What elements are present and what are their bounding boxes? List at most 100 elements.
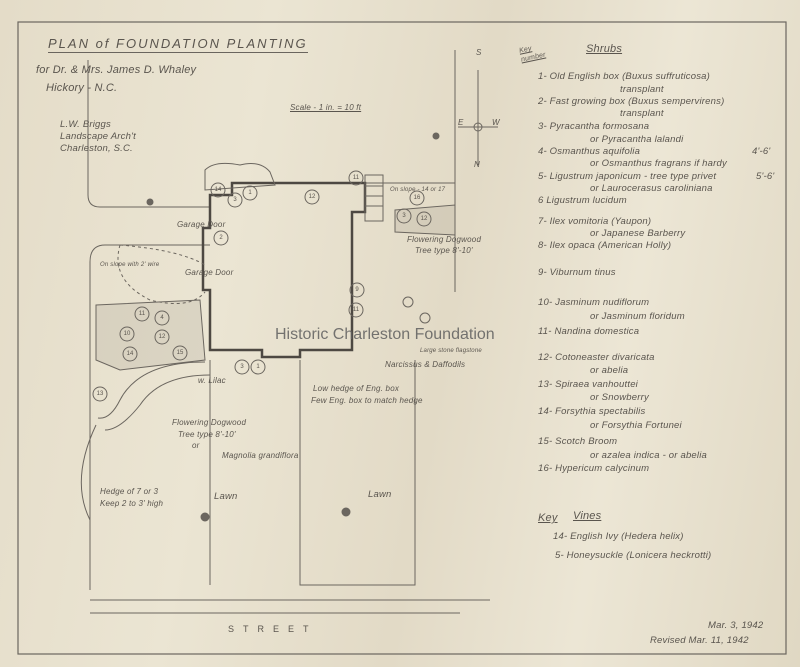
dogwood-label: Flowering Dogwood	[172, 418, 247, 427]
plant-marker-label: 12	[158, 334, 166, 340]
date-drawn: Mar. 3, 1942	[708, 620, 764, 631]
plant-marker-label: 4	[160, 315, 164, 321]
client-name: for Dr. & Mrs. James D. Whaley	[36, 64, 197, 76]
shrub-item: 16- Hypericum calycinum	[538, 463, 650, 474]
sheet-border	[17, 21, 787, 655]
dogwood-type: Tree type 8'-10'	[178, 430, 236, 439]
plant-marker-label: 16	[413, 195, 421, 201]
few-box-label: Few Eng. box to match hedge	[311, 396, 423, 405]
shrub-item: 4- Osmanthus aquifolia	[538, 146, 641, 157]
plant-marker-circle	[227, 192, 243, 208]
step-treads	[365, 185, 383, 207]
tree-dot	[146, 198, 154, 206]
shrub-item: 14- Forsythia spectabilis	[538, 406, 646, 417]
slope-note: On slope with 2' wire	[100, 262, 160, 268]
plant-marker-circle	[154, 329, 170, 345]
street-lines	[90, 599, 490, 614]
plant-marker-circle	[172, 345, 188, 361]
client-location: Hickory - N.C.	[46, 82, 118, 94]
tree-circle	[402, 296, 414, 308]
shrub-item: 15- Scotch Broom	[538, 436, 618, 447]
plant-marker-label: 1	[256, 364, 260, 370]
shrub-item: 5- Ligustrum japonicum - tree type prive…	[538, 171, 717, 182]
shrub-alternate: or azalea indica - or abelia	[590, 450, 708, 461]
shrub-item: 10- Jasminum nudiflorum	[538, 297, 650, 308]
curved-walk	[97, 361, 211, 431]
plant-marker-circle	[416, 211, 432, 227]
vine-item: 14- English Ivy (Hedera helix)	[553, 531, 684, 542]
plant-marker-circle	[348, 302, 364, 318]
plant-marker-circle	[119, 326, 135, 342]
plant-marker-circle	[348, 170, 364, 186]
vines-key-label: Key	[538, 512, 558, 524]
plant-marker-label: 3	[240, 364, 244, 370]
plant-marker-circle	[122, 346, 138, 362]
or-label: or	[192, 441, 200, 450]
tree-dot	[432, 132, 440, 140]
compass-center	[473, 122, 483, 132]
shrub-item: 9- Viburnum tinus	[538, 267, 616, 278]
architect-title: Landscape Arch't	[60, 131, 136, 142]
plant-marker-label: 1	[248, 190, 252, 196]
watermark: Historic Charleston Foundation	[275, 326, 495, 343]
shrub-alternate: or Pyracantha lalandi	[590, 134, 684, 145]
shrub-alternate: or Forsythia Fortunei	[590, 420, 682, 431]
size-note: 5'-6'	[756, 171, 775, 182]
shrub-alternate: or Laurocerasus caroliniana	[590, 183, 713, 194]
compass-s: S	[476, 48, 482, 57]
steps	[364, 174, 384, 222]
tree-dot	[341, 507, 351, 517]
plant-marker-label: 3	[402, 213, 406, 219]
plant-marker-label: 15	[176, 350, 184, 356]
architect-city: Charleston, S.C.	[60, 143, 133, 154]
house-outline	[201, 181, 367, 359]
slope-note: On slope - 14 or 17	[390, 187, 446, 193]
shrub-item: 1- Old English box (Buxus suffruticosa)	[538, 71, 711, 82]
shrub-alternate: transplant	[620, 108, 664, 119]
plant-marker-label: 11	[352, 175, 360, 181]
shrub-alternate: or abelia	[590, 365, 629, 376]
shrub-item: 13- Spiraea vanhouttei	[538, 379, 638, 390]
property-line-right	[365, 50, 456, 292]
plant-marker-label: 14	[126, 351, 134, 357]
plant-marker-circle	[92, 386, 108, 402]
stone-label: Large stone flagstone	[420, 348, 482, 354]
plan-title: PLAN of FOUNDATION PLANTING	[48, 36, 308, 53]
shrub-item: 11- Nandina domestica	[538, 326, 640, 337]
lawn-label: Lawn	[214, 491, 238, 502]
narcissus-label: Narcissus & Daffodils	[385, 360, 466, 369]
compass-lines	[458, 70, 498, 165]
driveway-top	[87, 60, 210, 208]
garage-door-label: Garage Door	[177, 220, 226, 229]
scale-note: Scale - 1 in. = 10 ft	[290, 103, 362, 112]
plant-marker-circle	[250, 359, 266, 375]
plant-marker-label: 2	[219, 235, 223, 241]
plant-marker-label: 3	[233, 197, 237, 203]
plant-marker-circle	[242, 185, 258, 201]
plant-marker-circle	[213, 230, 229, 246]
tree-circle	[419, 312, 431, 324]
shrub-item: 8- Ilex opaca (American Holly)	[538, 240, 672, 251]
plant-marker-label: 13	[96, 391, 104, 397]
shrub-item: 2- Fast growing box (Buxus sempervirens)	[538, 96, 725, 107]
plant-marker-circle	[210, 182, 226, 198]
hedge-label: Hedge of 7 or 3	[100, 487, 159, 496]
date-revised: Revised Mar. 11, 1942	[650, 635, 749, 646]
plant-marker-label: 12	[308, 194, 316, 200]
vine-item: 5- Honeysuckle (Lonicera heckrotti)	[555, 550, 712, 561]
hedge-line	[80, 424, 97, 521]
shrub-alternate: transplant	[620, 84, 664, 95]
magnolia-label: Magnolia grandiflora	[222, 451, 299, 460]
shrub-alternate: or Jasminum floridum	[590, 311, 685, 322]
dogwood-label: Flowering Dogwood	[407, 235, 482, 244]
shrub-item: 7- Ilex vomitoria (Yaupon)	[538, 216, 652, 227]
shrub-item: 12- Cotoneaster divaricata	[538, 352, 655, 363]
compass-n: N	[474, 160, 480, 169]
plant-marker-label: 11	[138, 311, 146, 317]
shrub-alternate: or Japanese Barberry	[590, 228, 686, 239]
shrub-bed-top	[204, 162, 276, 191]
architect-name: L.W. Briggs	[60, 119, 111, 130]
lilac-label: w. Lilac	[198, 376, 226, 385]
low-hedge-label: Low hedge of Eng. box	[313, 384, 400, 393]
slope-dashed	[117, 244, 206, 305]
